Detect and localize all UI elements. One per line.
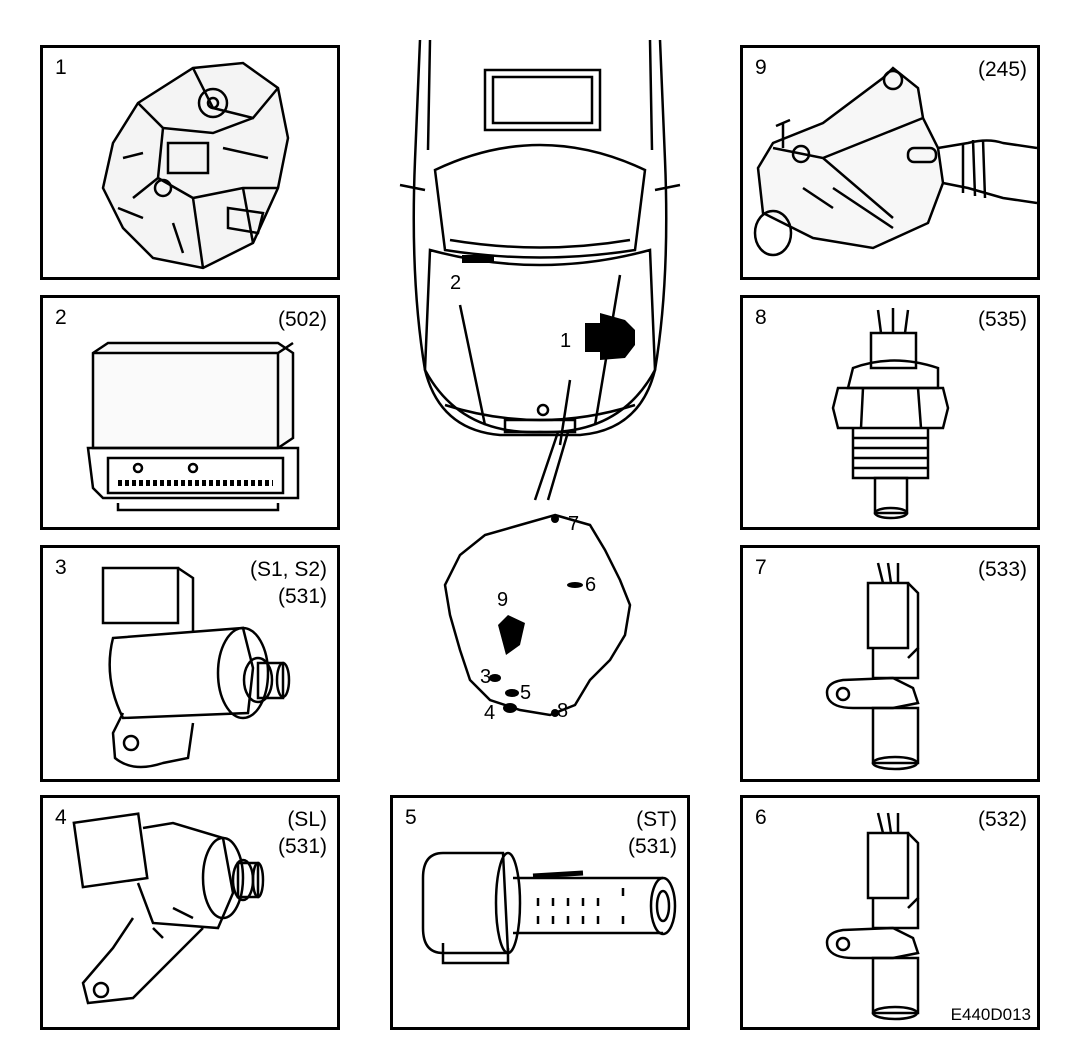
panel-9-gear-selector: 9 (245) [740,45,1040,280]
panel-4-solenoid-sl: 4 (SL)(531) [40,795,340,1030]
car-callout-1: 1 [560,330,572,352]
panel-code: (535) [977,308,1027,331]
gearbox-callout-5: 5 [520,682,532,704]
solenoid-illustration [421,851,677,965]
panel-code: (S1, S2)(531) [249,558,327,608]
sensor-illustration [831,308,950,520]
panel-number: 4 [55,806,67,829]
panel-7-speed-sensor: 7 (533) [740,545,1040,782]
panel-1-gearbox: 1 [40,45,340,280]
gearbox-callout-6: 6 [585,574,597,596]
panel-number: 8 [755,306,767,329]
panel-code: (502) [277,308,327,331]
gearbox-callout-3: 3 [480,666,492,688]
gearbox-callout-9: 9 [497,589,509,611]
panel-number: 1 [55,56,67,79]
panel-code: (532) [977,808,1027,831]
gearbox-callout-4: 4 [484,702,496,724]
gearbox-location-outline [443,513,632,717]
solenoid-illustration [101,566,291,769]
panel-code: (245) [977,58,1027,81]
sensor-illustration [825,812,920,1021]
panel-number: 6 [755,806,767,829]
selector-illustration [753,66,1037,257]
panel-6-speed-sensor: 6 (532) E440D013 [740,795,1040,1030]
panel-3-solenoid-s1-s2: 3 (S1, S2)(531) [40,545,340,782]
gearbox-illustration [101,61,290,270]
figure-code: E440D013 [950,1005,1031,1024]
panel-5-solenoid-st: 5 (ST)(531) [390,795,690,1030]
solenoid-illustration [72,812,265,1005]
panel-number: 3 [55,556,67,579]
panel-number: 7 [755,556,767,579]
panel-8-temperature-sensor: 8 (535) [740,295,1040,530]
panel-number: 9 [755,56,767,79]
car-callout-2: 2 [450,272,462,294]
gearbox-callout-7: 7 [568,513,580,535]
car-top-view [399,40,681,501]
panel-code: (SL)(531) [277,808,327,858]
gearbox-callout-8: 8 [557,700,569,722]
panel-code: (533) [977,558,1027,581]
panel-2-control-module: 2 (502) [40,295,340,530]
panel-code: (ST)(531) [627,808,677,858]
control-module-illustration [86,341,300,512]
sensor-illustration [825,562,920,771]
panel-number: 5 [405,806,417,829]
panel-number: 2 [55,306,67,329]
